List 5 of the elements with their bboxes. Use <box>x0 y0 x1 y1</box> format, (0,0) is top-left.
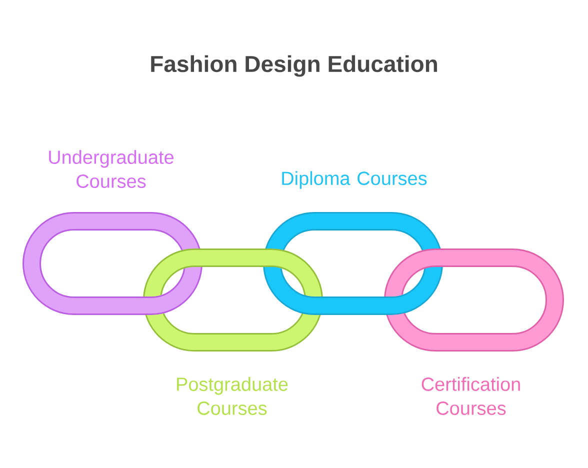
link-label: Undergraduate Courses <box>49 150 174 188</box>
link-label: Diploma Courses <box>282 171 427 189</box>
link-label: Postgraduate Courses <box>177 377 288 415</box>
title: Fashion Design Education <box>151 55 437 77</box>
link-label: Certification Courses <box>422 377 520 415</box>
